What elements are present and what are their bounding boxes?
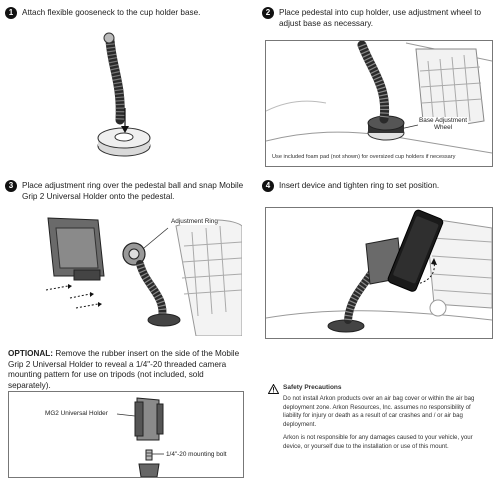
safety-warning-icon	[268, 384, 279, 394]
step-4-illustration	[265, 207, 493, 339]
adjustment-ring-callout: Adjustment Ring	[171, 218, 218, 226]
step-2-note: Use included foam pad (not shown) for ov…	[272, 154, 456, 160]
step-3-instruction: Place adjustment ring over the pedestal …	[22, 181, 244, 201]
step-1-number: 1	[5, 7, 17, 19]
step-1-illustration	[6, 28, 240, 168]
optional-text: Remove the rubber insert on the side of …	[8, 349, 240, 390]
step-2-number: 2	[262, 7, 274, 19]
mounting-bolt-callout: 1/4"-20 mounting bolt	[166, 451, 227, 458]
optional-illustration: MG2 Universal Holder 1/4"-20 mounting bo…	[8, 391, 244, 478]
optional-instruction: OPTIONAL: Remove the rubber insert on th…	[8, 349, 246, 391]
step-3-number: 3	[5, 180, 17, 192]
safety-title: Safety Precautions	[283, 384, 342, 391]
mg2-holder-callout: MG2 Universal Holder	[45, 410, 108, 417]
step-2-illustration: Base Adjustment Wheel Use included foam …	[265, 40, 493, 167]
step-1-instruction: Attach flexible gooseneck to the cup hol…	[22, 8, 201, 17]
safety-paragraph-1: Do not install Arkon products over an ai…	[283, 395, 475, 428]
step-3-illustration: Adjustment Ring	[6, 206, 242, 336]
safety-paragraph-2: Arkon is not responsible for any damages…	[283, 434, 473, 450]
optional-label: OPTIONAL:	[8, 349, 54, 358]
step-4-instruction: Insert device and tighten ring to set po…	[279, 181, 440, 190]
base-adjustment-wheel-callout: Base Adjustment Wheel	[418, 117, 468, 132]
step-4-number: 4	[262, 180, 274, 192]
step-2-instruction: Place pedestal into cup holder, use adju…	[279, 8, 482, 28]
